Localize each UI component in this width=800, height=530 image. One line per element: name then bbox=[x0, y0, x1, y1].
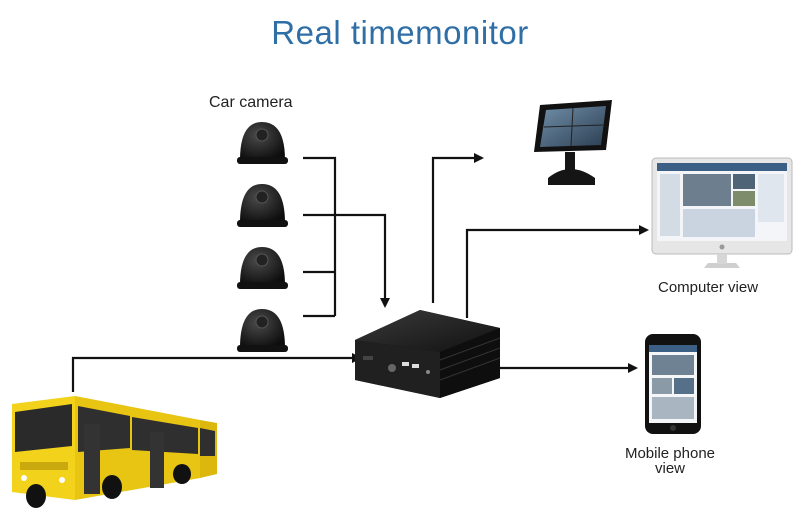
connection-lines bbox=[71, 153, 649, 392]
mobile-phone-icon bbox=[645, 334, 701, 434]
dome-camera-icon bbox=[237, 309, 288, 352]
camera1-line bbox=[303, 156, 337, 316]
dome-camera-icon bbox=[237, 122, 288, 164]
bus-icon bbox=[12, 396, 217, 508]
car-monitor-line bbox=[431, 153, 484, 303]
car-camera-label: Car camera bbox=[209, 94, 293, 111]
bus-line bbox=[71, 353, 362, 392]
mobile-label-line2: view bbox=[654, 460, 685, 477]
computer-view-label: Computer view bbox=[658, 279, 759, 296]
mobile-phone-view-label: Mobile phone view bbox=[600, 446, 740, 476]
mobile-label-line1: Mobile phone bbox=[624, 445, 716, 462]
camera2-line bbox=[303, 213, 390, 308]
computer-line bbox=[465, 225, 649, 318]
computer-monitor-icon bbox=[651, 157, 793, 268]
dome-camera-icon bbox=[237, 247, 288, 289]
dome-camera-icon bbox=[237, 184, 288, 227]
page-title: Real timemonitor bbox=[271, 14, 529, 51]
car-monitor-icon bbox=[534, 100, 612, 185]
dvr-device-icon bbox=[355, 310, 501, 398]
